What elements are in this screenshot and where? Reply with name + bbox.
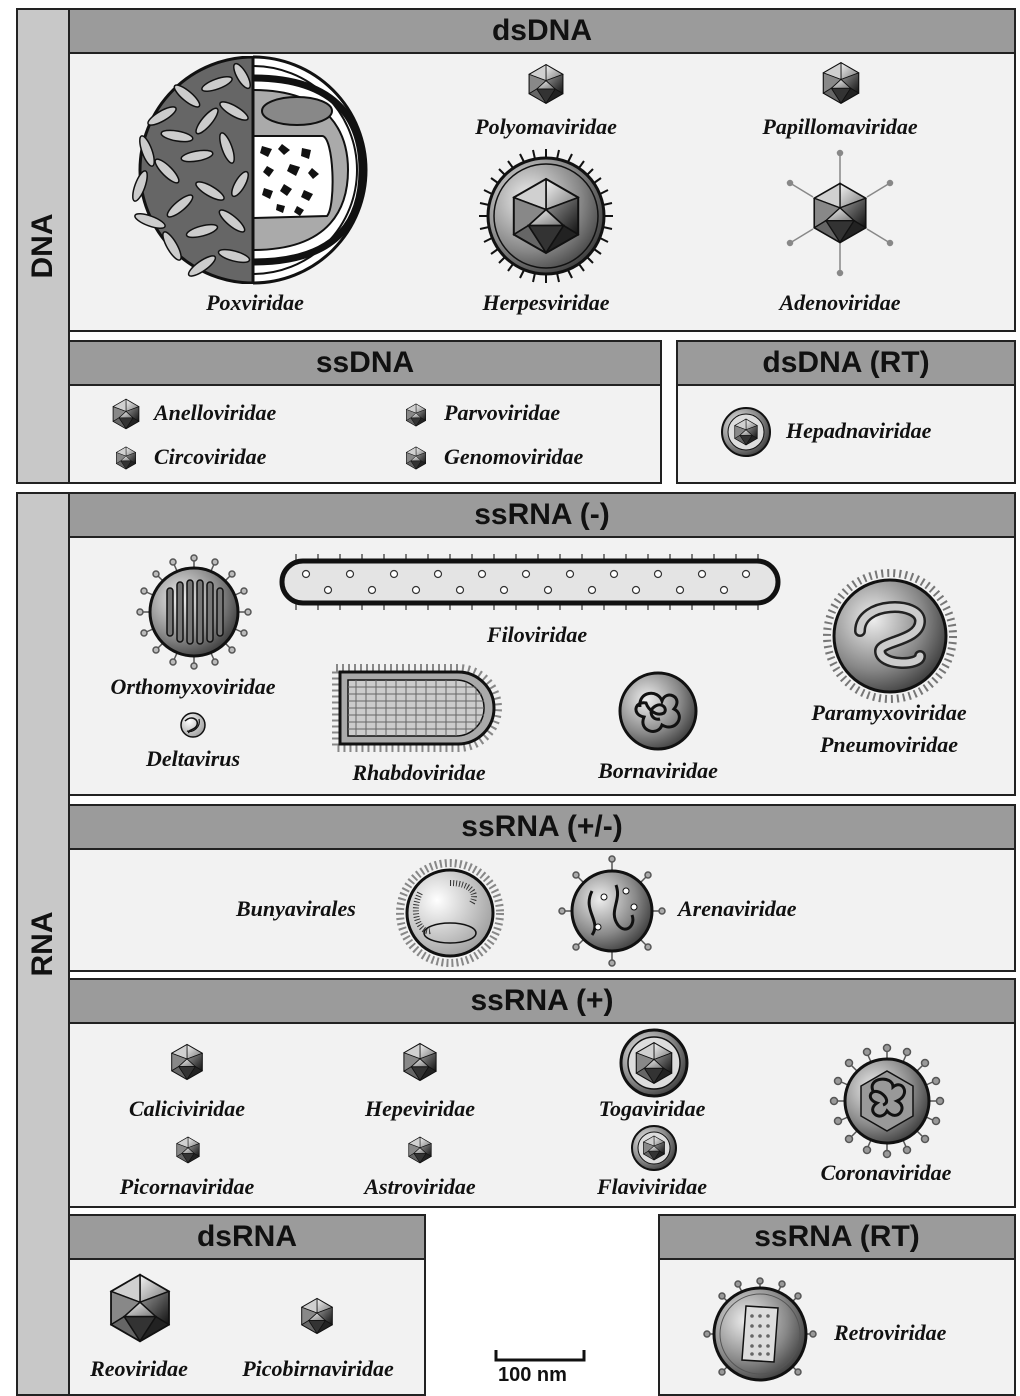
deltavirus-icon [179,711,207,739]
adenoviridae-label: Adenoviridae [780,290,901,316]
caliciviridae-icon [168,1042,206,1082]
orthomyxoviridae-label: Orthomyxoviridae [111,674,276,700]
ssrna-ambi-panel: ssRNA (+/-) [68,804,1016,972]
picobirnaviridae-label: Picobirnaviridae [242,1356,394,1382]
caliciviridae-label: Caliciviridae [129,1096,245,1122]
circoviridae-label: Circoviridae [154,444,266,470]
scale-bar [494,1350,586,1364]
anelloviridae-label: Anelloviridae [154,400,276,426]
deltavirus-label: Deltavirus [146,746,240,772]
rna-label: RNA [26,912,60,977]
parvoviridae-label: Parvoviridae [444,400,560,426]
flaviviridae-icon [630,1124,678,1172]
poxviridae-icon [122,56,384,284]
astroviridae-label: Astroviridae [364,1174,475,1200]
togaviridae-icon [619,1028,689,1098]
bornaviridae-icon [617,670,699,752]
bornaviridae-label: Bornaviridae [598,758,718,784]
herpesviridae-label: Herpesviridae [482,290,609,316]
retroviridae-label: Retroviridae [834,1320,946,1346]
filoviridae-icon [276,552,784,612]
paramyxoviridae-icon [824,570,956,702]
bunyavirales-label: Bunyavirales [236,896,356,922]
dsdna-header: dsDNA [70,10,1014,54]
hepeviridae-label: Hepeviridae [365,1096,475,1122]
togaviridae-label: Togaviridae [599,1096,706,1122]
ssdna-header: ssDNA [70,342,660,386]
herpesviridae-icon [478,148,614,284]
adenoviridae-icon [788,150,892,276]
coronaviridae-label: Coronaviridae [821,1160,952,1186]
rna-side-label: RNA [16,492,70,1396]
rhabdoviridae-icon [326,662,506,754]
anelloviridae-icon [110,398,142,430]
genomoviridae-label: Genomoviridae [444,444,583,470]
rhabdoviridae-label: Rhabdoviridae [352,760,485,786]
arenaviridae-label: Arenaviridae [678,896,797,922]
parvoviridae-icon [404,403,428,427]
bunyavirales-icon [397,860,503,966]
flaviviridae-label: Flaviviridae [597,1174,707,1200]
retroviridae-icon [704,1278,816,1390]
polyomaviridae-icon [525,62,567,106]
scale-bar-label: 100 nm [498,1364,567,1387]
coronaviridae-icon [830,1044,944,1158]
dna-side-label: DNA [16,8,70,484]
ssrna-ambi-header: ssRNA (+/-) [70,806,1014,850]
picobirnaviridae-icon [298,1296,336,1336]
hepadnaviridae-icon [720,406,772,458]
arenaviridae-icon [559,856,665,966]
filoviridae-label: Filoviridae [487,622,587,648]
dsrna-header: dsRNA [70,1216,424,1260]
papillomaviridae-icon [819,60,863,106]
hepadnaviridae-label: Hepadnaviridae [786,418,931,444]
reoviridae-icon [104,1270,176,1346]
dna-label: DNA [26,214,60,279]
genomoviridae-icon [404,446,428,470]
ssrna-neg-header: ssRNA (-) [70,494,1014,538]
picornaviridae-label: Picornaviridae [120,1174,254,1200]
paramyxoviridae-label: Paramyxoviridae [811,700,966,726]
reoviridae-label: Reoviridae [90,1356,188,1382]
hepeviridae-icon [400,1042,440,1082]
ssrna-rt-header: ssRNA (RT) [660,1216,1014,1260]
dsdna-rt-header: dsDNA (RT) [678,342,1014,386]
orthomyxoviridae-icon [136,554,252,670]
polyomaviridae-label: Polyomaviridae [475,114,617,140]
astroviridae-icon [406,1136,434,1164]
circoviridae-icon [114,446,138,470]
ssrna-pos-header: ssRNA (+) [70,980,1014,1024]
pneumoviridae-label: Pneumoviridae [820,732,958,758]
papillomaviridae-label: Papillomaviridae [762,114,917,140]
poxviridae-label: Poxviridae [206,290,304,316]
picornaviridae-icon [174,1136,202,1164]
